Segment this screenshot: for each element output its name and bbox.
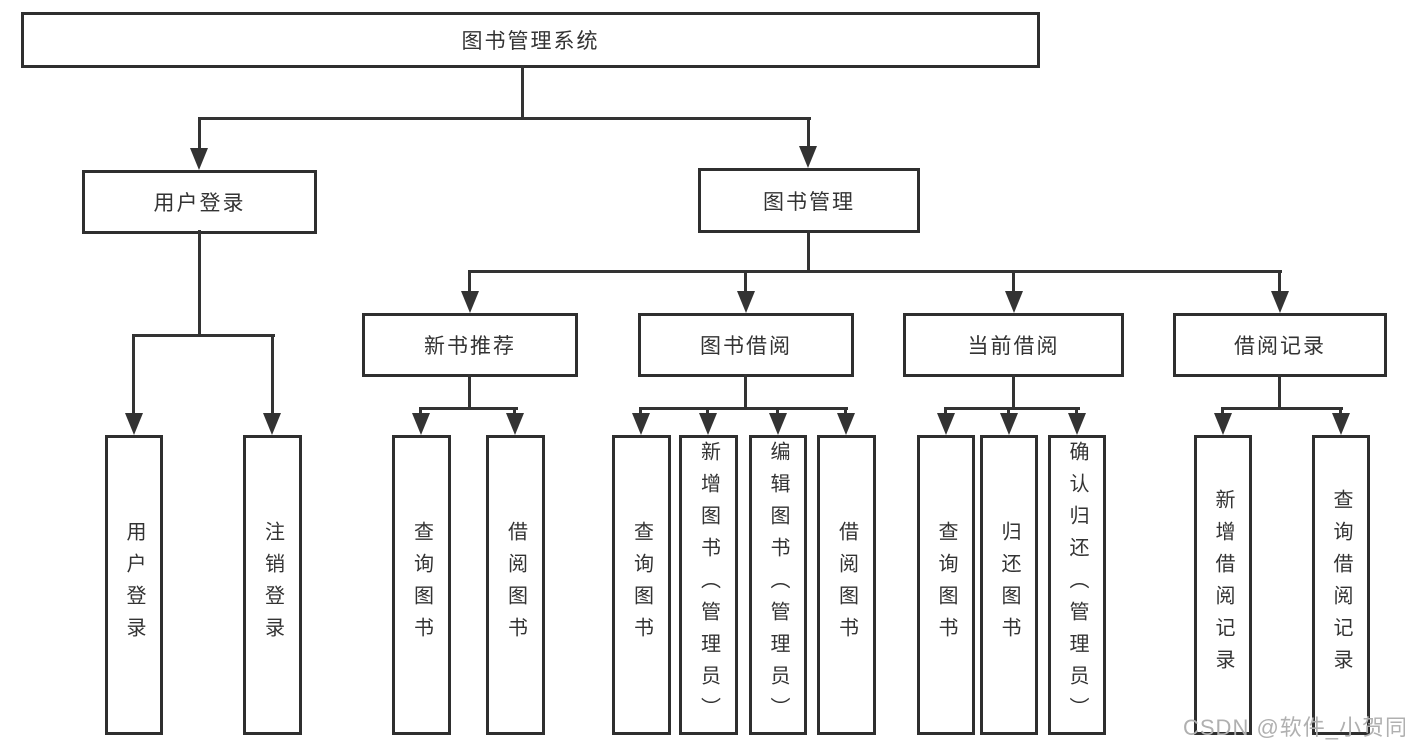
- connector-line: [1012, 270, 1015, 296]
- connector-line: [1339, 407, 1342, 417]
- arrowhead-down-icon: [632, 413, 650, 435]
- connector-line: [198, 117, 201, 155]
- leaf-return-books-label: 归还图书: [998, 521, 1020, 649]
- leaf-add-books-admin-label: 新增图书（管理员）: [697, 441, 720, 729]
- arrowhead-down-icon: [1005, 291, 1023, 313]
- connector-line: [521, 65, 524, 120]
- leaf-query-borrow-record: 查询借阅记录: [1312, 435, 1370, 735]
- leaf-query-books-current: 查询图书: [917, 435, 975, 735]
- node-user-login: 用户登录: [82, 170, 317, 234]
- arrowhead-down-icon: [699, 413, 717, 435]
- arrowhead-down-icon: [837, 413, 855, 435]
- connector-line: [468, 270, 1282, 273]
- arrowhead-down-icon: [125, 413, 143, 435]
- leaf-edit-books-admin-label: 编辑图书（管理员）: [767, 441, 789, 729]
- leaf-borrow-books-recommend: 借阅图书: [486, 435, 545, 735]
- connector-line: [639, 407, 848, 410]
- connector-line: [1007, 407, 1010, 417]
- arrowhead-down-icon: [937, 413, 955, 435]
- node-root-label: 图书管理系统: [461, 30, 600, 53]
- connector-line: [776, 407, 779, 417]
- leaf-query-books-borrow-label: 查询图书: [630, 521, 653, 649]
- leaf-borrow-books-label: 借阅图书: [835, 521, 858, 649]
- connector-line: [468, 270, 471, 296]
- connector-line: [419, 407, 422, 417]
- node-current-borrow: 当前借阅: [903, 313, 1124, 377]
- connector-line: [198, 117, 811, 120]
- arrowhead-down-icon: [461, 291, 479, 313]
- leaf-logout-label: 注销登录: [261, 521, 284, 649]
- leaf-add-books-admin: 新增图书（管理员）: [679, 435, 738, 735]
- leaf-add-borrow-record-label: 新增借阅记录: [1212, 489, 1234, 681]
- arrowhead-down-icon: [263, 413, 281, 435]
- node-user-login-label: 用户登录: [153, 192, 246, 215]
- connector-line: [844, 407, 847, 417]
- arrowhead-down-icon: [1068, 413, 1086, 435]
- leaf-borrow-books: 借阅图书: [817, 435, 876, 735]
- connector-line: [807, 117, 810, 153]
- node-new-book-recommend-label: 新书推荐: [424, 335, 516, 358]
- arrowhead-down-icon: [1214, 413, 1232, 435]
- leaf-logout: 注销登录: [243, 435, 302, 735]
- connector-line: [271, 334, 274, 418]
- connector-line: [807, 230, 810, 273]
- arrowhead-down-icon: [190, 148, 208, 170]
- leaf-return-books: 归还图书: [980, 435, 1038, 735]
- connector-line: [1278, 374, 1281, 410]
- connector-line: [744, 374, 747, 410]
- csdn-watermark: CSDN @软件_小贺同学: [1183, 715, 1405, 740]
- node-root: 图书管理系统: [21, 12, 1040, 68]
- leaf-query-books-borrow: 查询图书: [612, 435, 671, 735]
- connector-line: [639, 407, 642, 417]
- leaf-user-login: 用户登录: [105, 435, 163, 735]
- connector-line: [419, 407, 518, 410]
- connector-line: [468, 374, 471, 410]
- arrowhead-down-icon: [1271, 291, 1289, 313]
- node-book-management: 图书管理: [698, 168, 920, 233]
- leaf-user-login-label: 用户登录: [123, 521, 145, 649]
- node-borrow-records: 借阅记录: [1173, 313, 1387, 377]
- arrowhead-down-icon: [412, 413, 430, 435]
- connector-line: [944, 407, 947, 417]
- leaf-confirm-return-admin-label: 确认归还（管理员）: [1066, 441, 1088, 729]
- connector-line: [1221, 407, 1343, 410]
- connector-line: [706, 407, 709, 417]
- connector-line: [198, 230, 201, 337]
- connector-line: [513, 407, 516, 417]
- connector-line: [1012, 374, 1015, 410]
- connector-line: [132, 334, 135, 418]
- leaf-add-borrow-record: 新增借阅记录: [1194, 435, 1252, 735]
- leaf-query-books-current-label: 查询图书: [935, 521, 957, 649]
- connector-line: [944, 407, 1080, 410]
- leaf-borrow-books-recommend-label: 借阅图书: [504, 521, 527, 649]
- connector-line: [132, 334, 275, 337]
- connector-line: [1075, 407, 1078, 417]
- leaf-edit-books-admin: 编辑图书（管理员）: [749, 435, 807, 735]
- arrowhead-down-icon: [769, 413, 787, 435]
- leaf-query-books-recommend-label: 查询图书: [410, 521, 433, 649]
- node-current-borrow-label: 当前借阅: [967, 335, 1060, 358]
- node-book-management-label: 图书管理: [763, 190, 855, 214]
- arrowhead-down-icon: [1332, 413, 1350, 435]
- node-new-book-recommend: 新书推荐: [362, 313, 578, 377]
- connector-line: [744, 270, 747, 296]
- arrowhead-down-icon: [799, 146, 817, 168]
- arrowhead-down-icon: [1000, 413, 1018, 435]
- node-book-borrow: 图书借阅: [638, 313, 854, 377]
- arrowhead-down-icon: [737, 291, 755, 313]
- leaf-query-borrow-record-label: 查询借阅记录: [1330, 489, 1352, 681]
- connector-line: [1278, 270, 1281, 296]
- node-book-borrow-label: 图书借阅: [700, 335, 792, 358]
- leaf-confirm-return-admin: 确认归还（管理员）: [1048, 435, 1106, 735]
- connector-line: [1221, 407, 1224, 417]
- leaf-query-books-recommend: 查询图书: [392, 435, 451, 735]
- arrowhead-down-icon: [506, 413, 524, 435]
- node-borrow-records-label: 借阅记录: [1234, 335, 1326, 358]
